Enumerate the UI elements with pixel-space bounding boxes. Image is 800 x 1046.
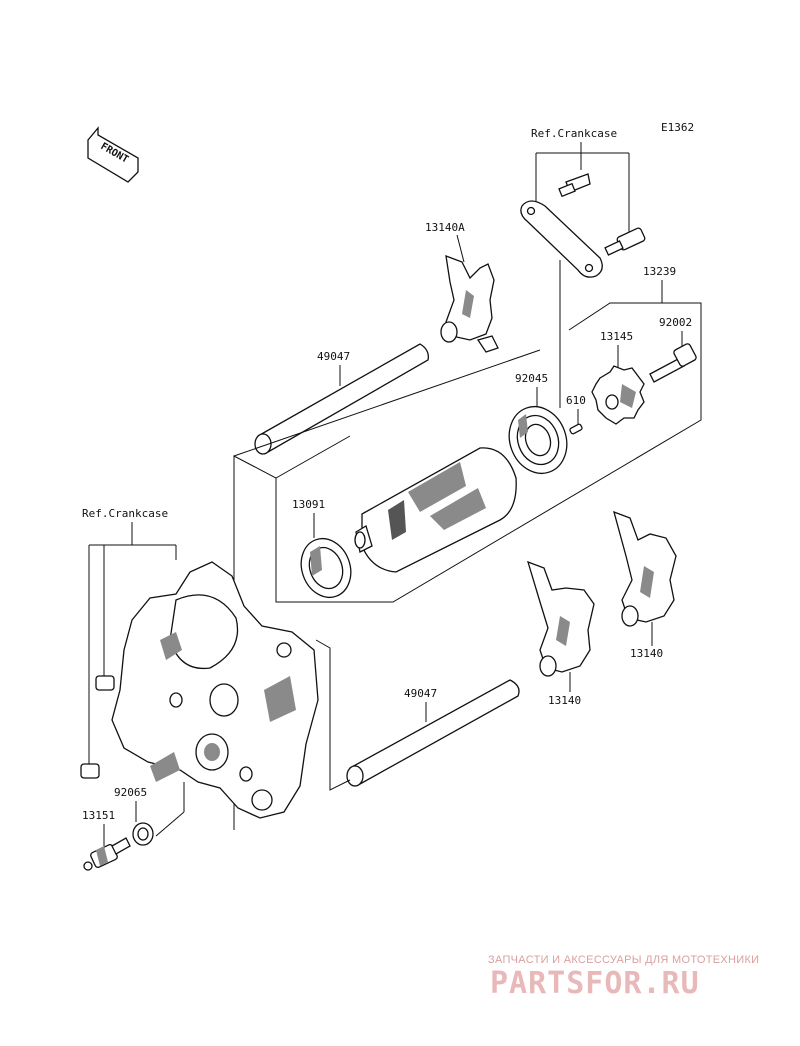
ref-crankcase-top: Ref.Crankcase xyxy=(531,127,617,140)
washer-92065 xyxy=(132,822,154,846)
crankcase-screw-top xyxy=(558,173,591,198)
neutral-switch-13151 xyxy=(83,837,131,871)
label-49047-top: 49047 xyxy=(317,350,350,363)
shift-drum xyxy=(354,447,517,573)
watermark-brand: PARTSFOR.RU xyxy=(490,966,700,1001)
leader-shaft-bottom xyxy=(315,639,351,791)
ref-crankcase-left-leaders xyxy=(88,522,177,764)
shift-fork-right xyxy=(613,510,677,627)
drum-cam-13145 xyxy=(591,365,645,425)
crankcase-housing xyxy=(111,561,319,819)
shift-fork-mid xyxy=(527,560,595,677)
label-13239: 13239 xyxy=(643,265,676,278)
bracket-13239 xyxy=(233,280,702,830)
label-13091: 13091 xyxy=(292,498,325,511)
label-92045: 92045 xyxy=(515,372,548,385)
ref-crankcase-top-leaders xyxy=(535,142,630,232)
front-arrow-icon: FRONT xyxy=(87,126,139,183)
crankcase-bracket xyxy=(520,200,603,278)
ref-crankcase-left: Ref.Crankcase xyxy=(82,507,168,520)
diagram-code: E1362 xyxy=(661,121,694,134)
bolt-92002 xyxy=(649,343,697,383)
label-13151: 13151 xyxy=(82,809,115,822)
label-92065: 92065 xyxy=(114,786,147,799)
bearing-92045 xyxy=(508,405,568,475)
crankcase-screw-right xyxy=(604,227,646,256)
shift-fork-13140A xyxy=(440,255,499,353)
dowel-upper xyxy=(95,675,115,691)
label-13140-right: 13140 xyxy=(630,647,663,660)
bearing-13091 xyxy=(300,537,352,599)
shift-shaft-bottom xyxy=(346,679,520,787)
label-610: 610 xyxy=(566,394,586,407)
label-92002: 92002 xyxy=(659,316,692,329)
label-13140A: 13140A xyxy=(425,221,465,234)
pin-610 xyxy=(569,423,583,435)
label-13140-mid: 13140 xyxy=(548,694,581,707)
shift-shaft-top xyxy=(254,343,429,455)
watermark-tagline: ЗАПЧАСТИ И АКСЕССУАРЫ ДЛЯ МОТОТЕХНИКИ xyxy=(488,954,759,966)
dowel-lower xyxy=(80,763,100,779)
label-49047-bottom: 49047 xyxy=(404,687,437,700)
label-13145: 13145 xyxy=(600,330,633,343)
